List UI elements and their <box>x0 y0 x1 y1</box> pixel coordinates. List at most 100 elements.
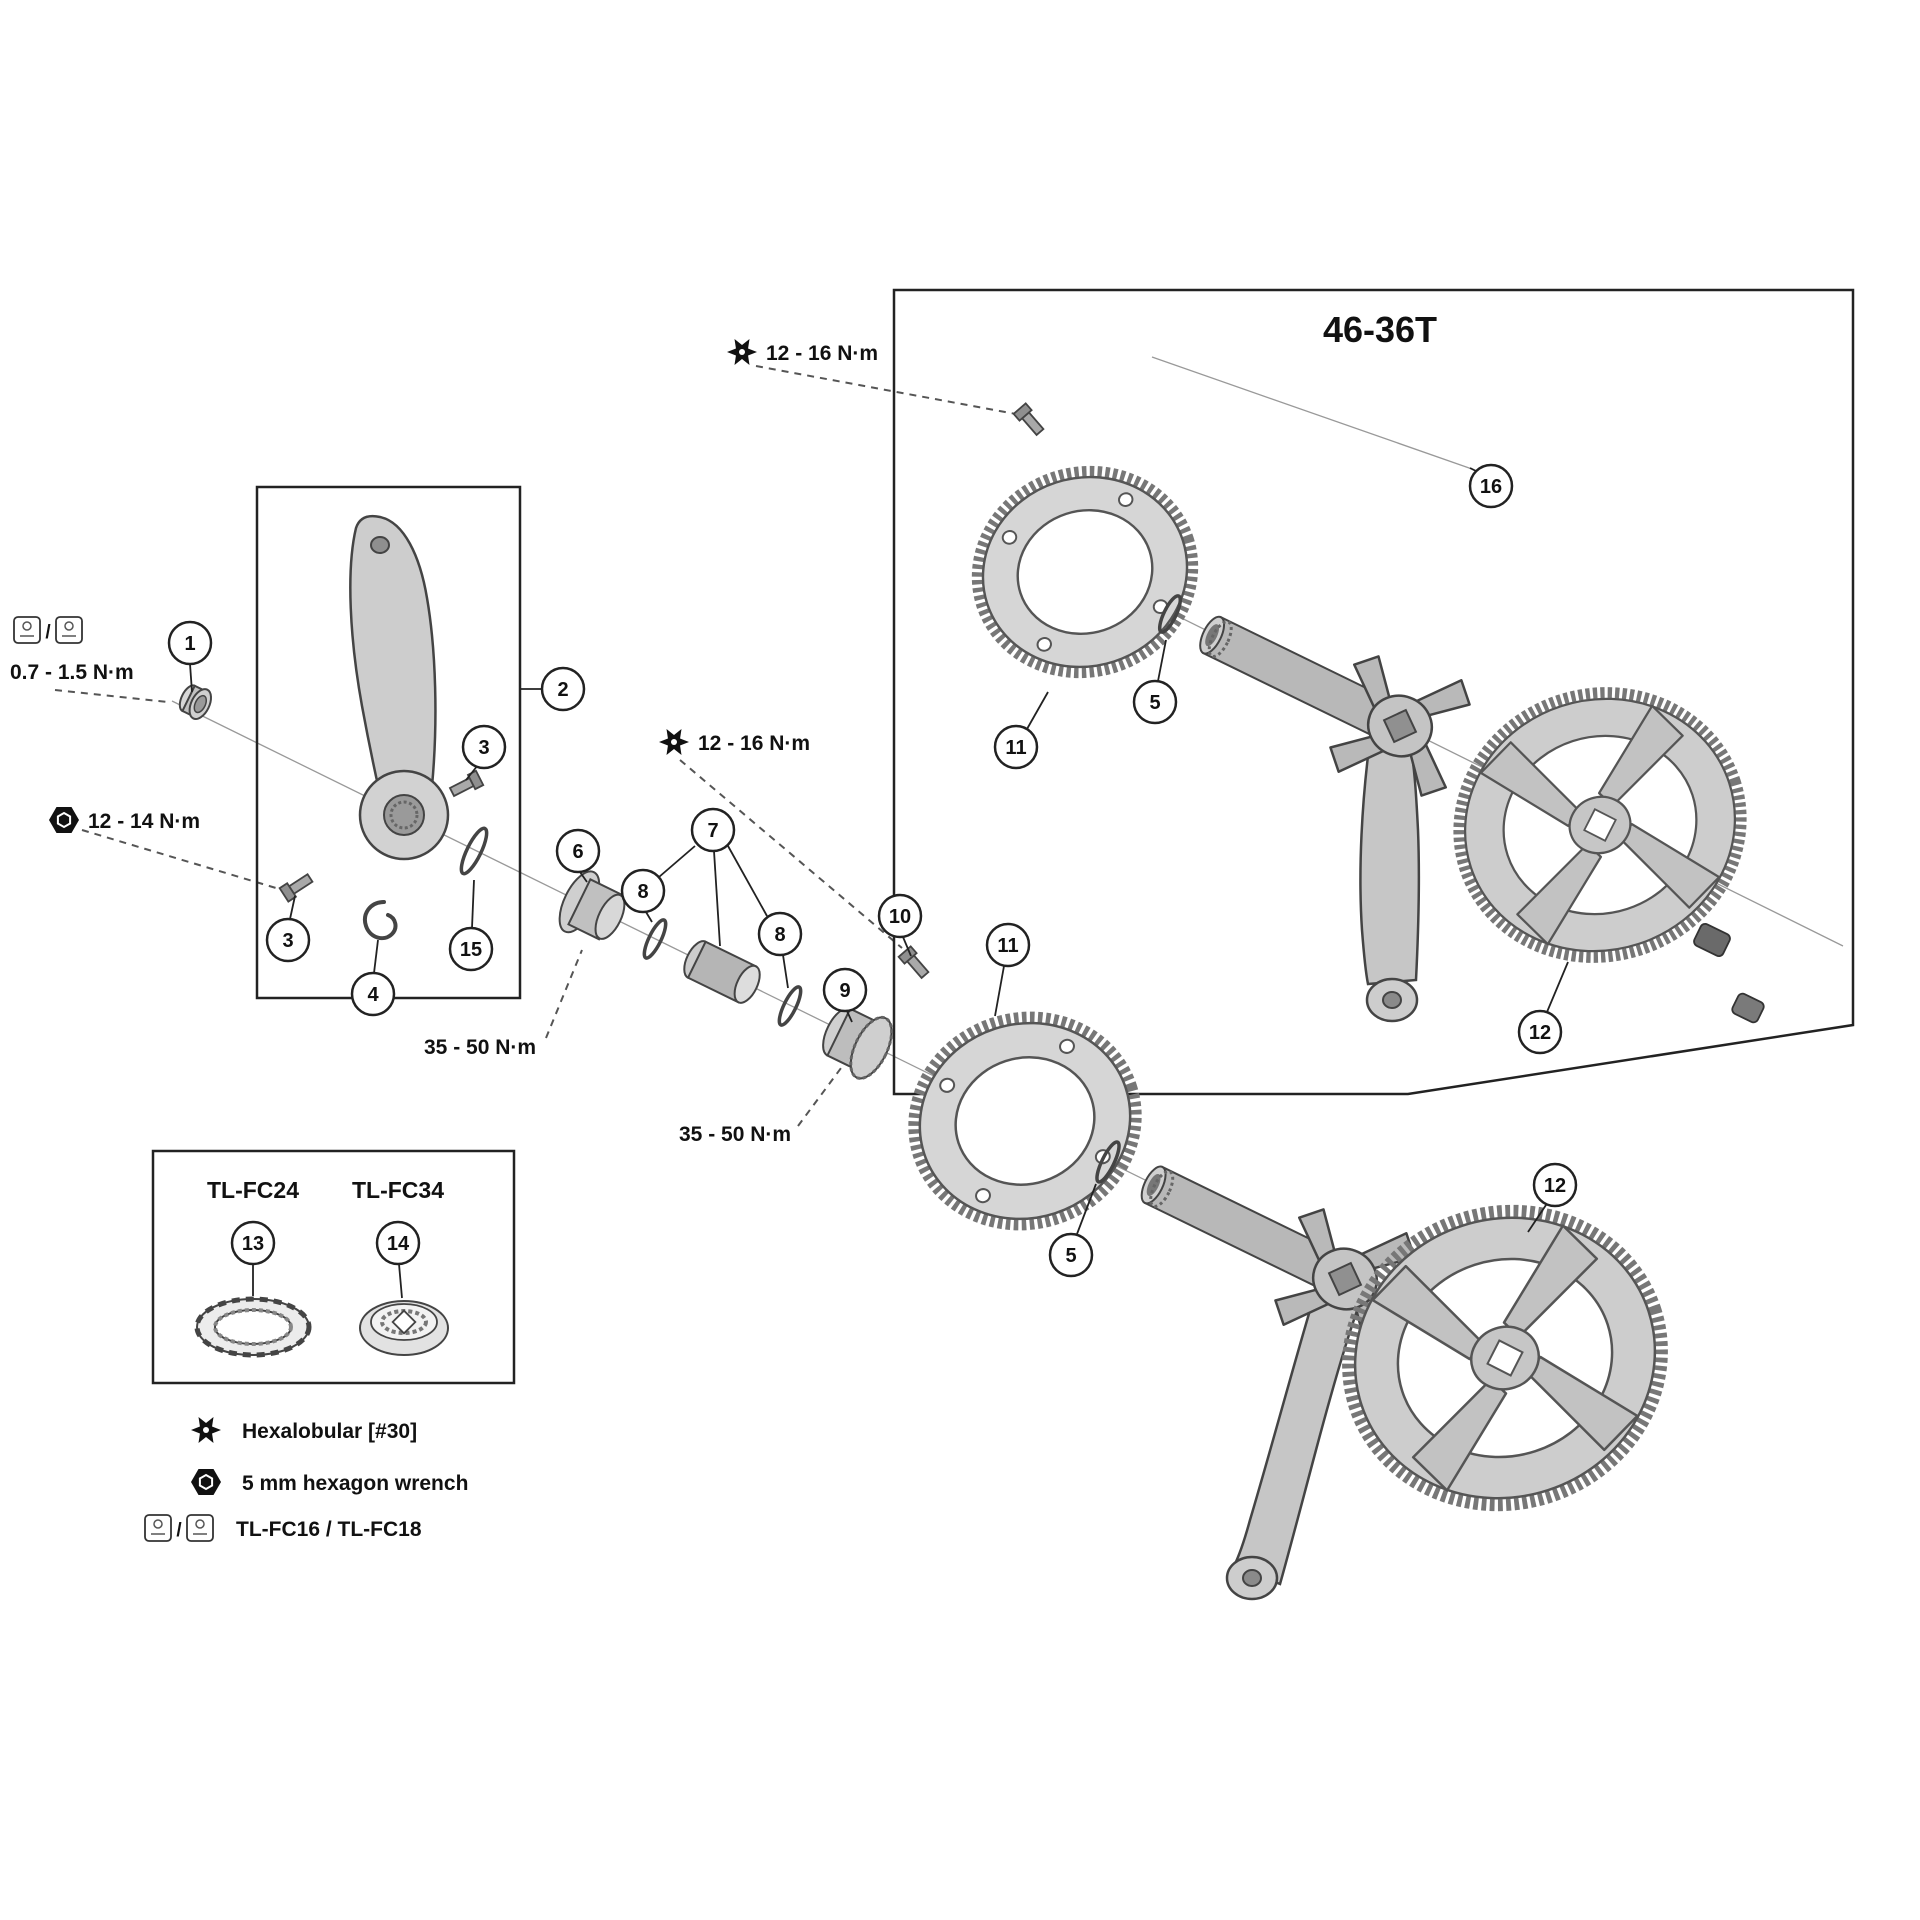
leader-12a <box>1546 961 1569 1013</box>
leader-14 <box>398 1263 403 1299</box>
hexalobular-icon <box>191 1417 221 1443</box>
leader-4 <box>373 939 379 974</box>
tl-fc24-splines <box>213 1308 293 1346</box>
leader-1 <box>189 663 193 693</box>
torque-label-chainring-bolt-mid: 12 - 16 N·m <box>659 729 810 755</box>
crank-cap <box>178 684 212 720</box>
leader-3b <box>289 895 296 920</box>
callout-4-number: 4 <box>367 984 379 1006</box>
bb-cup-right-end <box>594 893 626 940</box>
torque-leader-chainring-bolt-mid <box>679 759 903 949</box>
callout-15: 15 <box>448 926 494 972</box>
hex-wrench-icon <box>190 1468 222 1496</box>
callout-1-number: 1 <box>184 633 195 655</box>
tl-fc24-tool <box>194 1296 312 1358</box>
tl-fc34-tool <box>359 1300 449 1356</box>
slash-separator: / <box>176 1520 182 1541</box>
leader-6 <box>579 871 588 883</box>
callouts: 1 2 3 3 4 15 6 8 7 8 9 10 11 5 12 16 11 … <box>167 463 1578 1278</box>
callout-11b: 11 <box>985 922 1031 968</box>
callout-3b: 3 <box>265 917 311 963</box>
bb-cup-right <box>558 870 626 941</box>
hex-wrench-icon <box>48 806 80 834</box>
torque-leader-bb-cup-right <box>545 949 583 1039</box>
assembly-46-36t-box <box>892 288 1855 1096</box>
tl-fc24-notches <box>194 1296 312 1358</box>
torque-leader-bb-cup-left <box>797 1063 845 1127</box>
right-crank-arm-assembly <box>1199 615 1484 1023</box>
callout-9: 9 <box>822 967 868 1013</box>
callout-11a: 11 <box>993 724 1039 770</box>
spindle-splines <box>389 800 419 830</box>
tl-fc34-socket <box>391 1309 417 1335</box>
callout-8b-number: 8 <box>774 924 785 946</box>
torque-leader-crank-cap <box>54 689 169 703</box>
tools-box <box>151 1149 516 1385</box>
torque-leader-pinch-bolts <box>81 829 277 889</box>
callout-5a-number: 5 <box>1149 692 1160 714</box>
legend-hexalobular-label: Hexalobular [#30] <box>242 1420 417 1443</box>
right-crank-arm-body <box>1232 1288 1360 1586</box>
callout-12a-number: 12 <box>1529 1022 1551 1044</box>
o-ring-8b-ring <box>777 985 803 1027</box>
pinch-bolt-upper <box>447 769 485 801</box>
callout-7: 7 <box>690 807 736 853</box>
inner-cover-end-right <box>733 964 761 1004</box>
callout-10: 10 <box>877 893 923 939</box>
callout-5b: 5 <box>1048 1232 1094 1278</box>
o-ring-5-exploded-ring <box>1095 1140 1121 1184</box>
pedal-hole <box>1242 1569 1262 1587</box>
callout-11b-number: 11 <box>997 935 1018 957</box>
safety-plate <box>363 900 398 941</box>
torque-label-crank-cap: / 0.7 - 1.5 N·m <box>10 616 134 684</box>
torque-label-chainring-bolt-top: 12 - 16 N·m <box>727 339 878 365</box>
leader-10 <box>902 936 912 957</box>
leader-7 <box>713 850 721 947</box>
left-crank-arm-body <box>349 514 437 792</box>
callout-4: 4 <box>350 971 396 1017</box>
callout-12a: 12 <box>1517 1009 1563 1055</box>
callout-12b-number: 12 <box>1544 1175 1566 1197</box>
legend: Hexalobular [#30] 5 mm hexagon wrench / … <box>144 1417 468 1542</box>
legend-cap-tools-label: TL-FC16 / TL-FC18 <box>236 1518 422 1541</box>
crank-cap-socket <box>193 694 208 714</box>
tl-fc16-icon <box>144 1514 172 1542</box>
callout-leaders <box>189 467 1569 1299</box>
slash-separator: / <box>45 622 51 643</box>
left-crank-arm <box>349 514 450 861</box>
o-ring-5-exploded <box>1095 1140 1121 1184</box>
o-ring-8a <box>642 918 668 960</box>
leader-7-8b <box>727 845 768 917</box>
pinch-bolt-lower <box>278 870 316 903</box>
tool-name-tl-fc24: TL-FC24 <box>207 1177 299 1203</box>
tl-fc16-icon <box>13 616 41 644</box>
torque-value-bb-cup-right: 35 - 50 N·m <box>424 1036 536 1059</box>
chainring-fixing-bolt-top <box>1012 402 1047 439</box>
leader-9 <box>846 1010 853 1023</box>
leader-8a <box>645 911 653 923</box>
callout-8b: 8 <box>757 911 803 957</box>
callout-15-number: 15 <box>460 939 482 961</box>
crank-cap-part-b <box>1731 992 1765 1024</box>
chainring-46t-exploded <box>1310 1170 1701 1545</box>
torque-value-pinch-bolts: 12 - 14 N·m <box>88 810 200 833</box>
tool-name-tl-fc34: TL-FC34 <box>352 1177 444 1203</box>
callout-14-number: 14 <box>387 1233 410 1255</box>
callout-8a-number: 8 <box>637 881 648 903</box>
callout-3a: 3 <box>461 724 507 770</box>
leader-11a <box>1026 691 1049 730</box>
callout-13: 13 <box>230 1220 276 1266</box>
callout-16: 16 <box>1468 463 1514 509</box>
leader-5a <box>1157 639 1167 682</box>
torque-value-chainring-mid: 12 - 16 N·m <box>698 732 810 755</box>
o-ring-15 <box>459 826 489 876</box>
callout-1: 1 <box>167 620 213 666</box>
leader-line-assembly-16 <box>1151 356 1473 470</box>
callout-6-number: 6 <box>572 841 583 863</box>
o-ring-5-assembly <box>1157 594 1183 634</box>
right-crank-arm-body <box>1359 738 1421 986</box>
bb-cup-left-serration <box>849 1015 894 1080</box>
pedal-hole <box>370 536 390 554</box>
inner-cover <box>683 940 761 1004</box>
